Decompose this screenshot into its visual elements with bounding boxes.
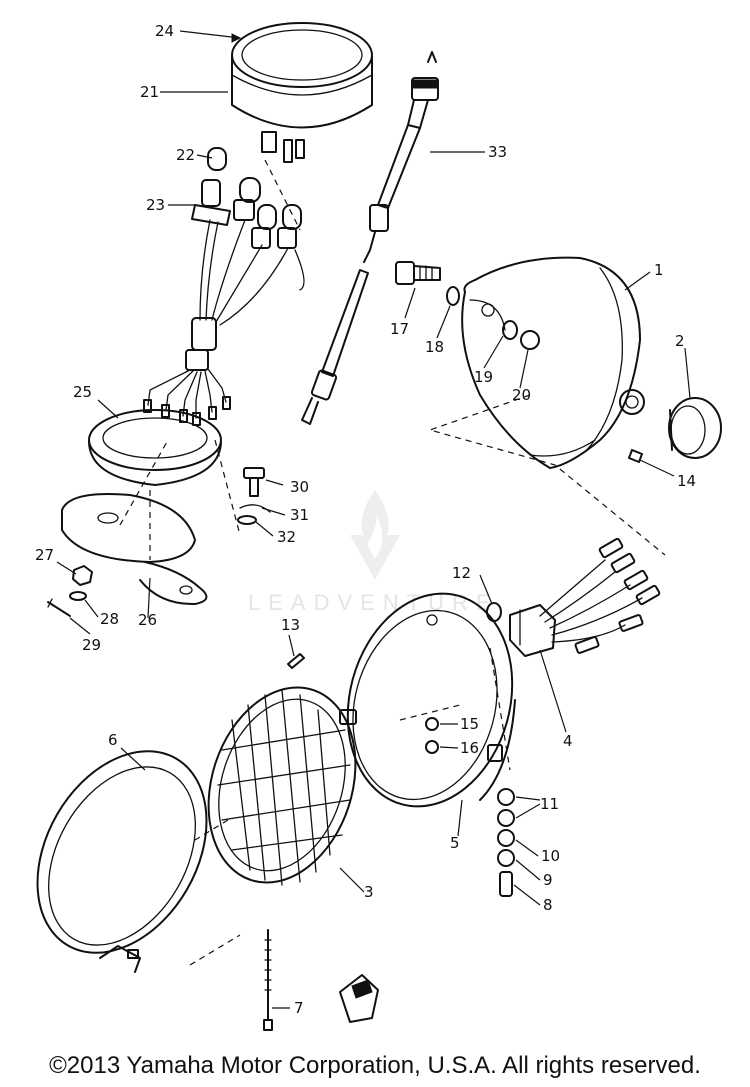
label-2: 2 xyxy=(675,332,685,350)
clip xyxy=(287,653,305,669)
label-26: 26 xyxy=(138,611,157,629)
label-23: 23 xyxy=(146,196,165,214)
label-14: 14 xyxy=(677,472,696,490)
label-15: 15 xyxy=(460,715,479,733)
label-9: 9 xyxy=(543,871,553,889)
meter-bracket xyxy=(61,493,208,606)
label-27: 27 xyxy=(35,546,54,564)
label-33: 33 xyxy=(488,143,507,161)
label-20: 20 xyxy=(512,386,531,404)
trim-ring xyxy=(36,750,208,973)
bracket-bolt-set xyxy=(237,467,271,525)
copyright-notice: ©2013 Yamaha Motor Corporation, U.S.A. A… xyxy=(49,1052,701,1079)
label-3: 3 xyxy=(364,883,374,901)
label-24: 24 xyxy=(155,22,174,40)
label-30: 30 xyxy=(290,478,309,496)
part-labels: 24 21 22 23 33 1 2 17 18 19 20 14 25 30 … xyxy=(35,22,696,1017)
label-1: 1 xyxy=(654,261,664,279)
headlight-case xyxy=(461,256,645,469)
adjust-screw-stack xyxy=(497,788,515,897)
label-18: 18 xyxy=(425,338,444,356)
headlight-socket xyxy=(509,537,661,657)
rim-screw-set xyxy=(425,717,439,754)
label-28: 28 xyxy=(100,610,119,628)
label-16: 16 xyxy=(460,739,479,757)
watermark-text: LEADVENTURE xyxy=(248,590,499,615)
label-32: 32 xyxy=(277,528,296,546)
sealed-beam-unit xyxy=(207,686,357,886)
label-11: 11 xyxy=(540,795,559,813)
label-4: 4 xyxy=(563,732,573,750)
assembly-guide-lines xyxy=(119,159,666,966)
wiring-harness xyxy=(143,219,305,426)
label-21: 21 xyxy=(140,83,159,101)
marking-tag xyxy=(339,974,379,1023)
long-screw xyxy=(263,929,273,1031)
case-screw xyxy=(628,449,643,463)
label-19: 19 xyxy=(474,368,493,386)
speedometer-cable xyxy=(301,51,439,425)
label-17: 17 xyxy=(390,320,409,338)
grommet-small xyxy=(486,602,502,622)
nut-washer-screw xyxy=(47,565,93,617)
label-22: 22 xyxy=(176,146,195,164)
label-13: 13 xyxy=(281,616,300,634)
grommet-ring xyxy=(668,397,722,459)
label-29: 29 xyxy=(82,636,101,654)
headlight-rim xyxy=(339,592,516,808)
speedometer xyxy=(231,22,373,163)
label-8: 8 xyxy=(543,896,553,914)
label-10: 10 xyxy=(541,847,560,865)
leader-lines xyxy=(56,30,691,1009)
label-6: 6 xyxy=(108,731,118,749)
watermark-logo xyxy=(350,490,400,580)
label-25: 25 xyxy=(73,383,92,401)
label-31: 31 xyxy=(290,506,309,524)
mount-bolt-set xyxy=(395,261,540,350)
indicator-bulbs xyxy=(191,147,302,249)
label-12: 12 xyxy=(452,564,471,582)
label-5: 5 xyxy=(450,834,460,852)
label-7: 7 xyxy=(294,999,304,1017)
meter-cover xyxy=(88,409,222,486)
